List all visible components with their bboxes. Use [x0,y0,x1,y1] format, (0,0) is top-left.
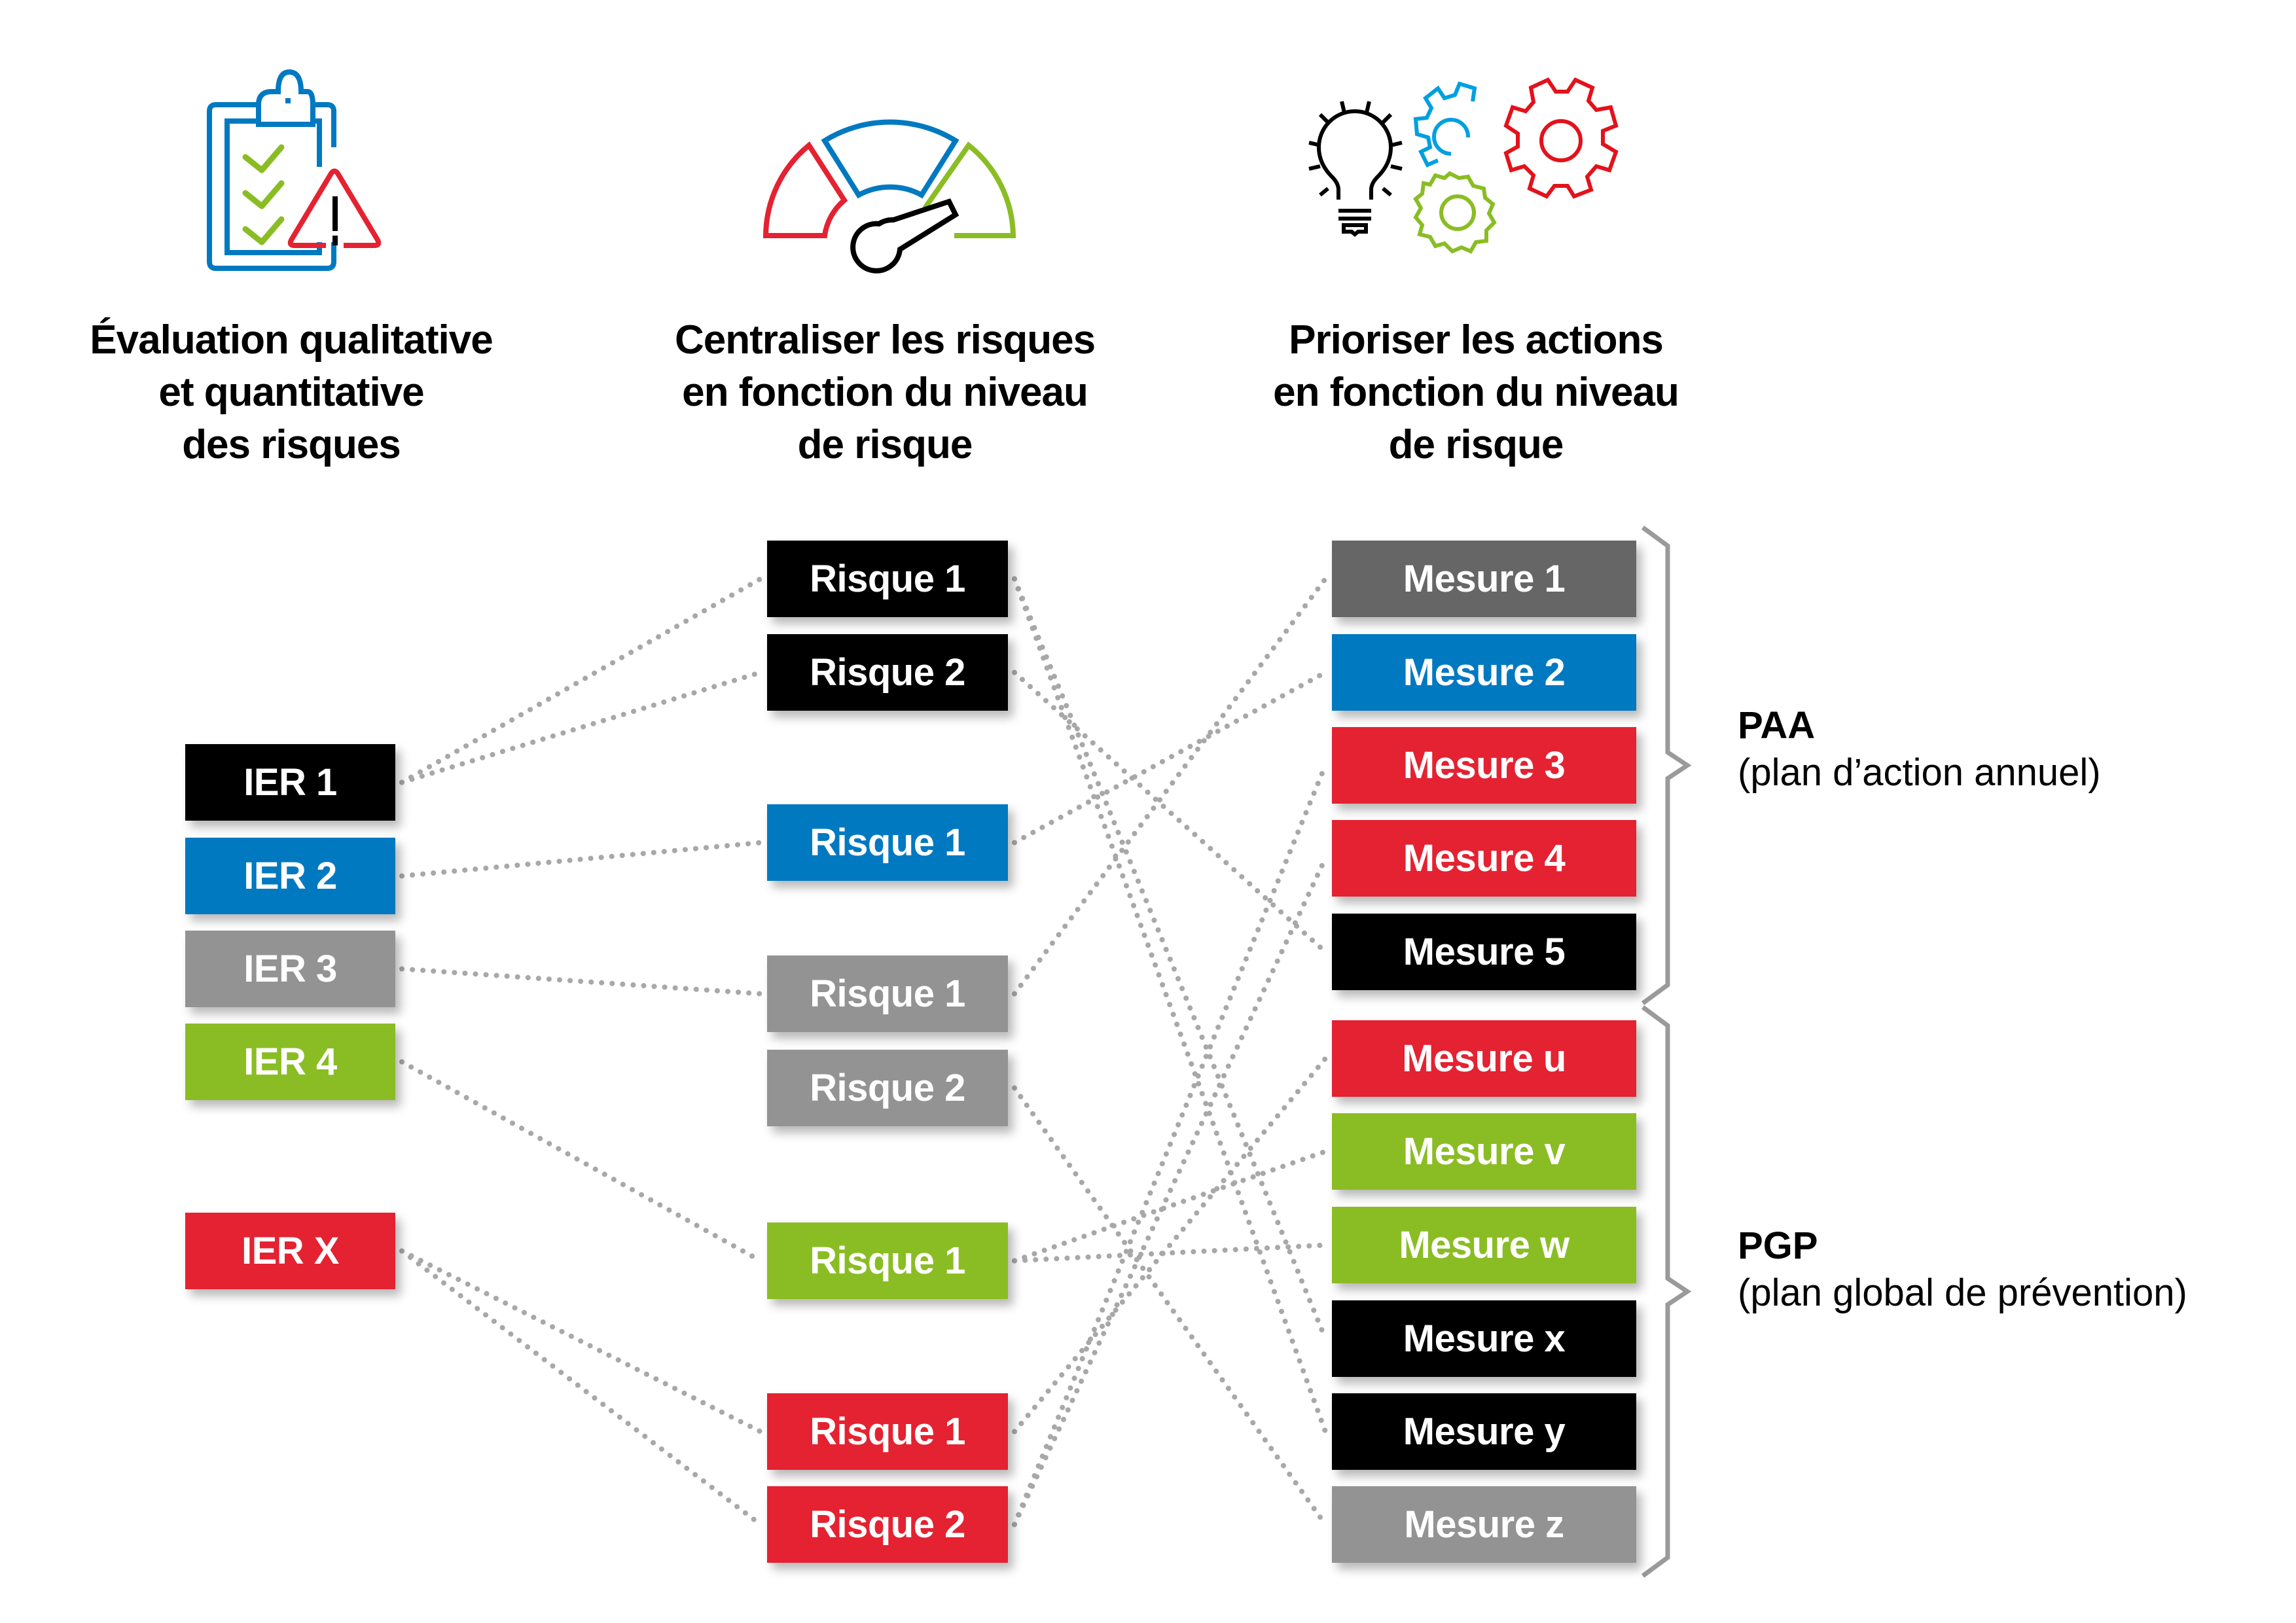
mesure-box: Mesure w [1332,1207,1636,1283]
risque-box: Risque 1 [767,955,1008,1032]
mesure-box: Mesure y [1332,1393,1636,1470]
link-line [399,1059,763,1264]
heading-line: en fonction du niveau [682,370,1088,415]
link-line [1012,669,1328,955]
link-line [1012,1242,1328,1264]
heading-line: de risque [797,422,973,467]
link-line [1012,1085,1328,1527]
brace-pgp [1641,1005,1692,1578]
link-line [1012,576,1328,1435]
heading-line: en fonction du niveau [1273,370,1679,415]
heading-line: Prioriser les actions [1289,317,1664,363]
link-line [1012,669,1328,846]
lightbulb-gears-icon [1308,77,1619,254]
link-line [1012,576,1328,997]
heading-line: Centraliser les risques [674,317,1096,363]
risque-box: Risque 1 [767,804,1008,881]
ier-box: IER 3 [185,931,395,1007]
risque-box: Risque 2 [767,634,1008,711]
link-line [399,576,763,785]
heading-line: de risque [1388,422,1564,467]
plan-abbr: PAA [1738,704,1816,747]
link-line [399,1248,763,1527]
clipboard-warning-icon [207,69,382,271]
link-line [1012,576,1328,1342]
plan-pgp-label: PGP (plan global de prévention) [1738,1222,2187,1317]
heading-evaluation: Évaluation qualitative et quantitative d… [29,314,553,471]
link-line [1012,855,1328,1527]
risque-box: Risque 1 [767,1222,1008,1299]
mesure-box: Mesure 2 [1332,634,1636,711]
risque-box: Risque 2 [767,1050,1008,1126]
risque-box: Risque 1 [767,1393,1008,1470]
ier-box: IER 4 [185,1024,395,1100]
link-line [1012,762,1328,1527]
brace-paa [1641,526,1692,1005]
risque-box: Risque 1 [767,541,1008,617]
plan-full: (plan global de prévention) [1738,1272,2187,1314]
heading-line: des risques [182,422,401,467]
heading-centraliser: Centraliser les risques en fonction du n… [623,314,1147,471]
heading-line: Évaluation qualitative [90,317,493,363]
plan-paa-label: PAA (plan d’action annuel) [1738,702,2101,796]
link-line [399,840,763,879]
gauge-icon [762,119,1016,274]
link-line [399,669,763,785]
ier-box: IER 1 [185,744,395,821]
mesure-box: Mesure 3 [1332,727,1636,804]
ier-box: IER 2 [185,838,395,914]
risque-box: Risque 2 [767,1486,1008,1563]
link-line [1012,1056,1328,1435]
mesure-box: Mesure v [1332,1113,1636,1190]
link-line [399,966,763,997]
link-line [1012,1149,1328,1264]
mesure-box: Mesure u [1332,1020,1636,1097]
heading-prioriser: Prioriser les actions en fonction du niv… [1214,314,1738,471]
ier-box: IER X [185,1213,395,1289]
mesure-box: Mesure 1 [1332,541,1636,617]
mesure-box: Mesure 5 [1332,914,1636,990]
link-line [399,1248,763,1435]
mesure-box: Mesure x [1332,1300,1636,1377]
plan-full: (plan d’action annuel) [1738,751,2101,794]
mesure-box: Mesure 4 [1332,820,1636,897]
heading-line: et quantitative [158,370,424,415]
plan-abbr: PGP [1738,1224,1818,1267]
mesure-box: Mesure z [1332,1486,1636,1563]
